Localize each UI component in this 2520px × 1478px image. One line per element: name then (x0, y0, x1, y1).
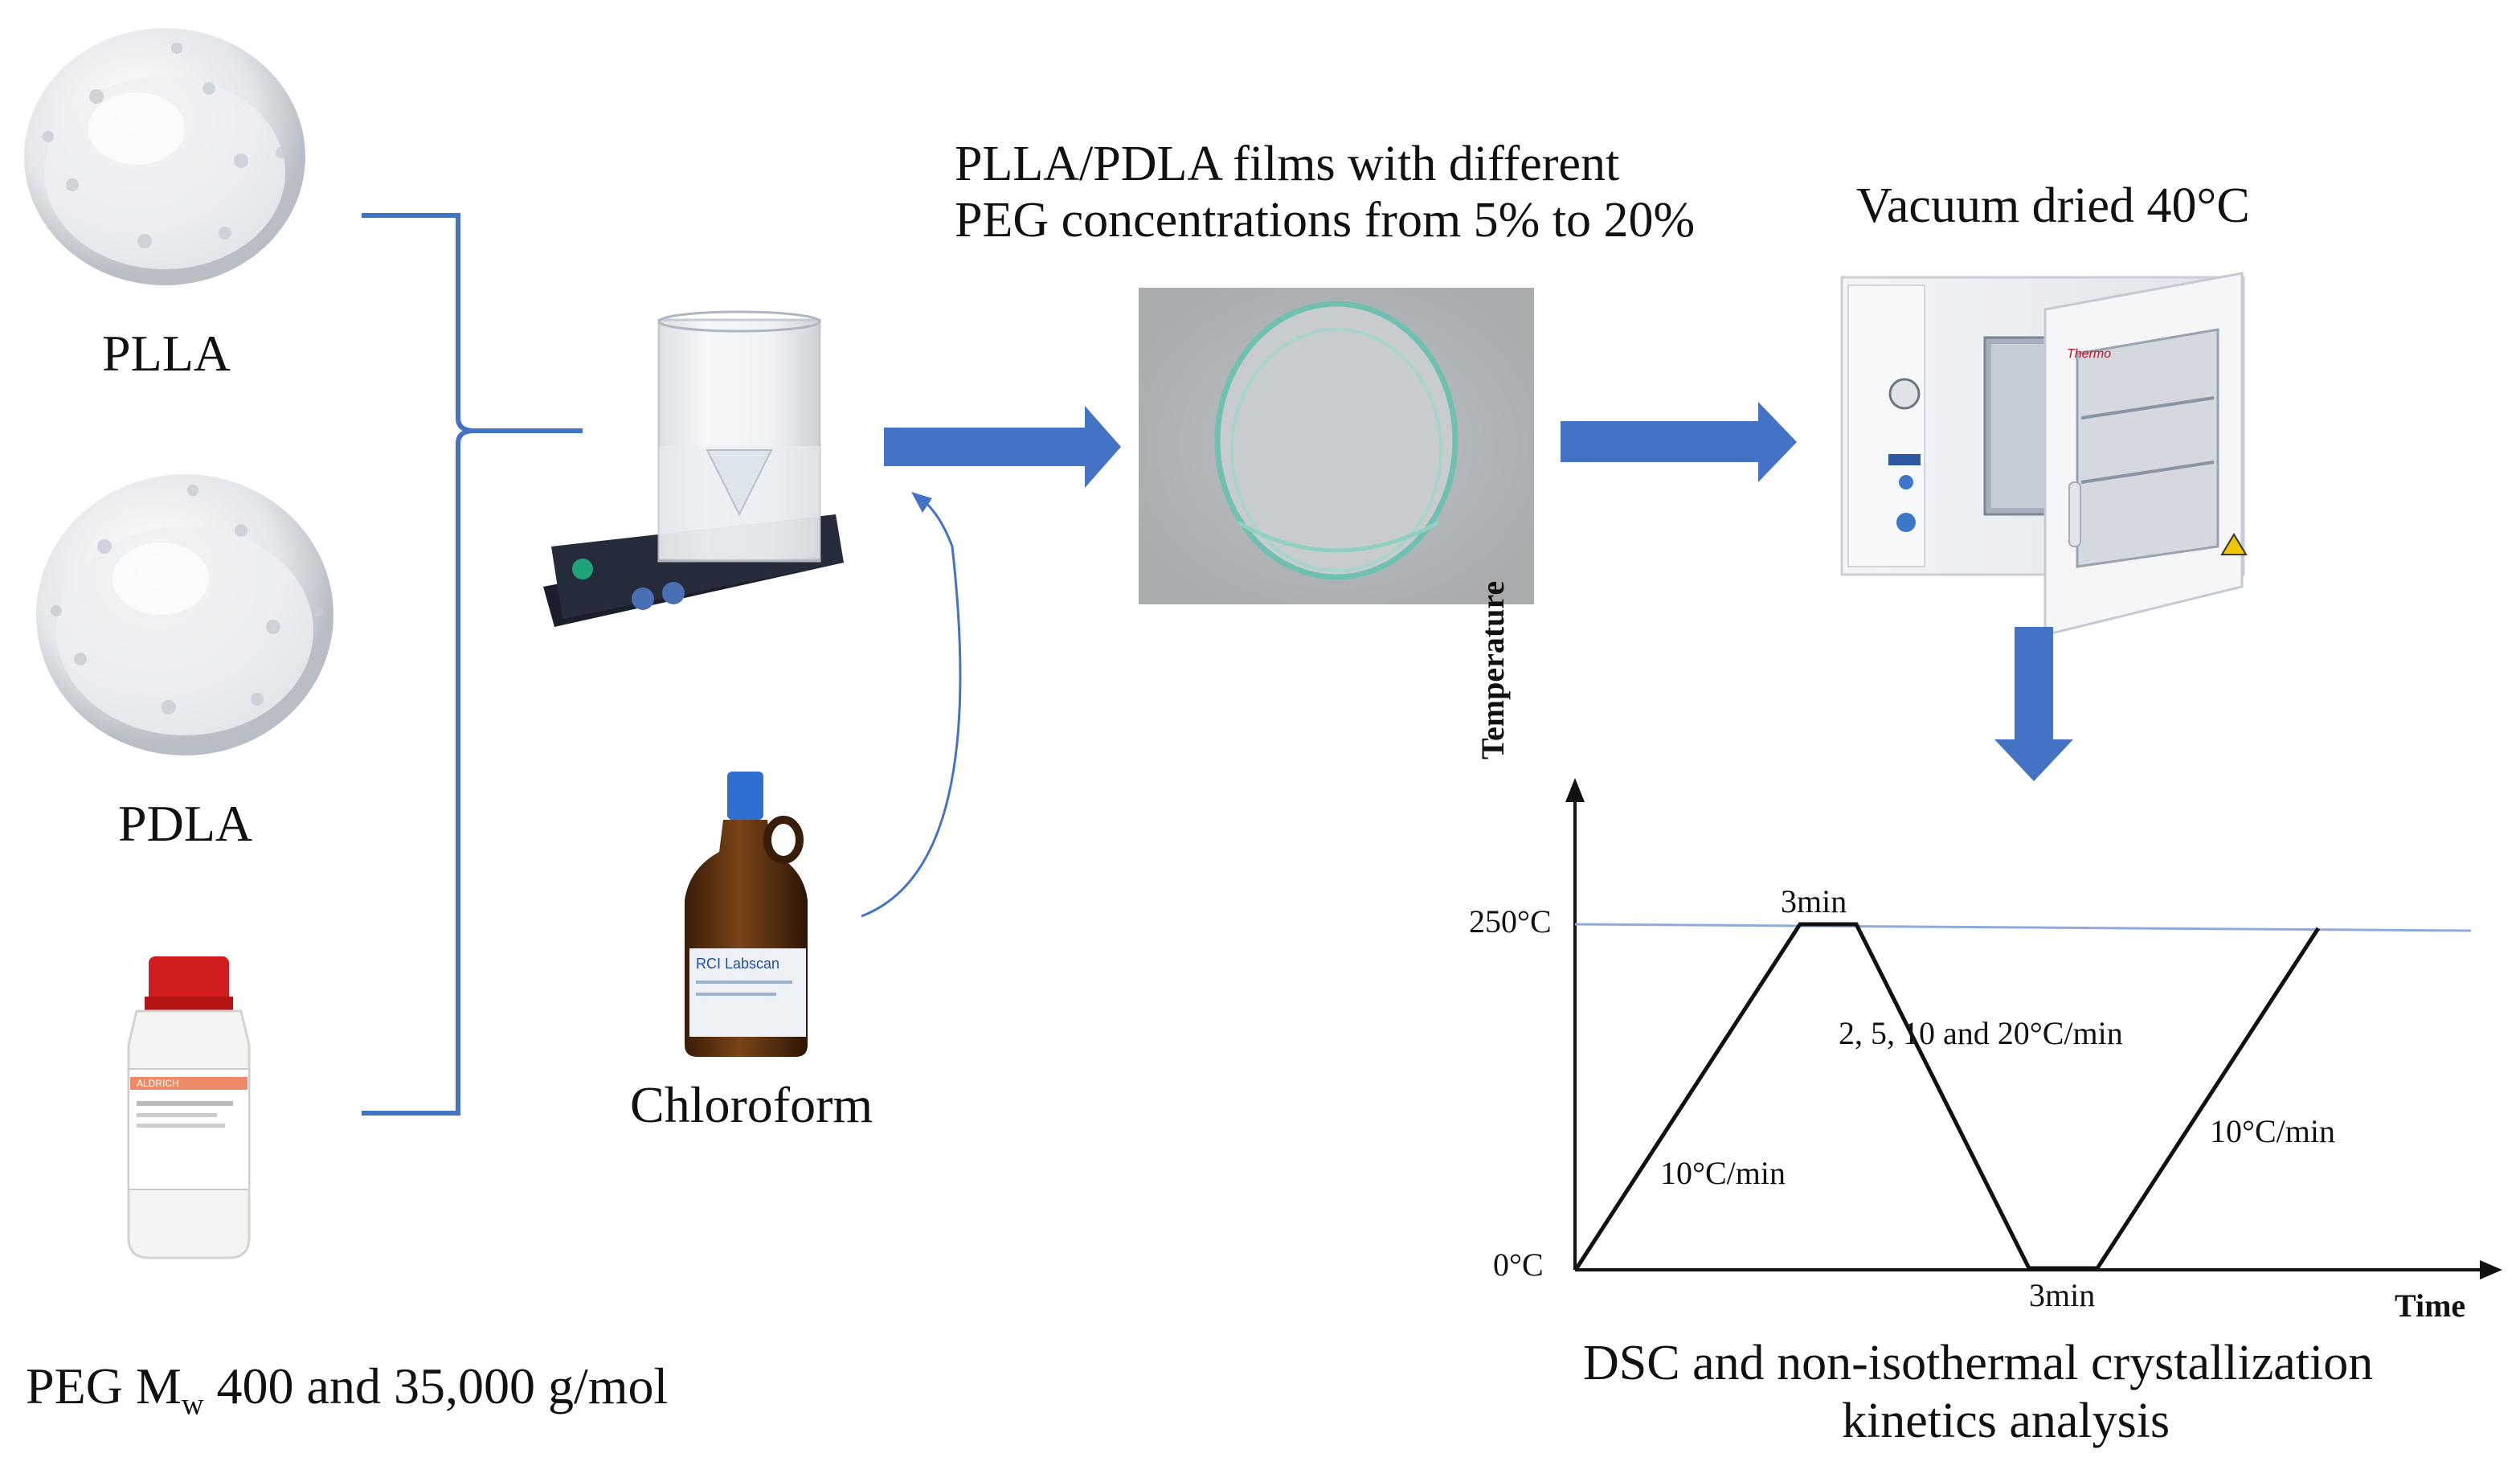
heating-rate-label: 10°C/min (1660, 1155, 1786, 1191)
petri-dish-film-image (1139, 288, 1534, 604)
films-label-line2: PEG concentrations from 5% to 20% (955, 193, 1696, 248)
250C-reference-line (1574, 923, 2472, 932)
dsc-label-line1: DSC and non-isothermal crystallization (1583, 1336, 2374, 1390)
peg-bottle-image: ALDRICH (127, 956, 251, 1259)
oven-brand: Thermo (2067, 347, 2111, 361)
pdla-label: PDLA (118, 795, 253, 852)
process-arrow-1 (884, 406, 1121, 488)
reheating-rate-label: 10°C/min (2210, 1113, 2336, 1149)
process-arrow-2 (1561, 402, 1797, 482)
solvent-addition-arrow (861, 492, 962, 918)
hold-bottom-label: 3min (2029, 1277, 2096, 1313)
films-label-line1: PLLA/PDLA films with different (955, 137, 1620, 191)
peg-label-subscript: w (181, 1387, 204, 1422)
chloroform-label: Chloroform (630, 1076, 873, 1133)
plla-pellets-image (24, 28, 305, 285)
x-axis-label: Time (2395, 1288, 2466, 1324)
vacuum-oven-image: Thermo (1840, 272, 2248, 637)
y-axis-label: Temperature (1475, 580, 1511, 759)
peg-bottle-brand: ALDRICH (137, 1078, 179, 1089)
peg-label: PEG Mw 400 and 35,000 g/mol (26, 1357, 669, 1422)
pdla-pellets-image (36, 474, 333, 755)
hold-top-label: 3min (1781, 883, 1847, 919)
combine-bracket (362, 213, 583, 1116)
dsc-label-line2: kinetics analysis (1842, 1394, 2170, 1448)
temperature-program-line (1574, 922, 2321, 1271)
cooling-rates-label: 2, 5, 10 and 20°C/min (1839, 1015, 2123, 1051)
plla-label: PLLA (102, 325, 231, 382)
chloroform-bottle-image: RCI Labscan (685, 772, 808, 1057)
dsc-temperature-profile (1565, 778, 2502, 1279)
vacuum-label: Vacuum dried 40°C (1856, 178, 2250, 233)
peg-label-prefix: PEG M (26, 1357, 182, 1415)
tick-0c: 0°C (1493, 1247, 1544, 1283)
process-arrow-down (1994, 627, 2073, 781)
chloroform-bottle-brand: RCI Labscan (696, 956, 779, 972)
peg-label-suffix: 400 and 35,000 g/mol (203, 1357, 669, 1415)
tick-250c: 250°C (1469, 903, 1552, 940)
beaker-stirrer-image (543, 310, 844, 627)
